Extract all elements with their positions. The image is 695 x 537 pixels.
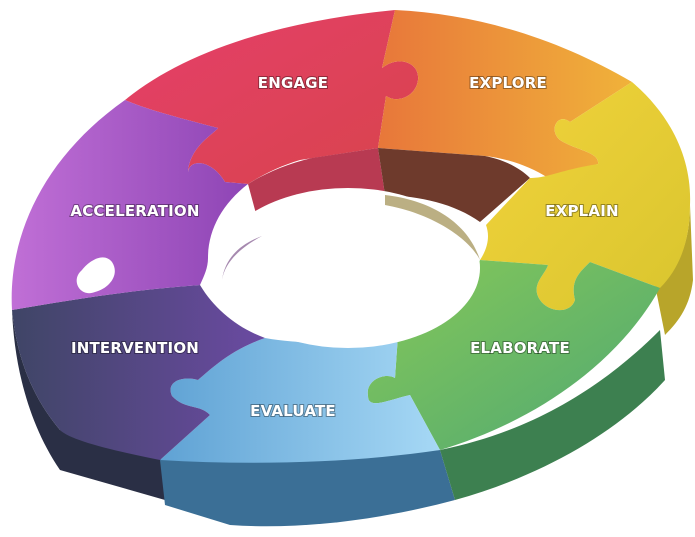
segment-explain xyxy=(480,82,691,311)
label-explore: EXPLORE xyxy=(469,74,547,92)
segment-elaborate xyxy=(367,260,660,450)
label-explain: EXPLAIN xyxy=(545,202,619,220)
segment-explore-inner xyxy=(378,148,530,222)
hole-inner-wall xyxy=(385,195,480,260)
segment-explore xyxy=(378,10,632,178)
label-evaluate: EVALUATE xyxy=(250,402,336,420)
segment-intervention xyxy=(12,285,265,460)
label-acceleration: ACCELERATION xyxy=(70,202,199,220)
segment-acceleration xyxy=(11,100,249,310)
center-hole xyxy=(216,188,480,348)
segment-evaluate xyxy=(160,335,440,463)
wall-elaborate xyxy=(440,330,665,500)
label-elaborate: ELABORATE xyxy=(470,339,570,357)
segment-labels: ENGAGE EXPLORE EXPLAIN ELABORATE EVALUAT… xyxy=(69,73,619,421)
label-engage: ENGAGE xyxy=(258,74,328,92)
segment-engage xyxy=(125,10,419,184)
wall-evaluate xyxy=(160,450,455,527)
label-intervention: INTERVENTION xyxy=(71,339,199,357)
